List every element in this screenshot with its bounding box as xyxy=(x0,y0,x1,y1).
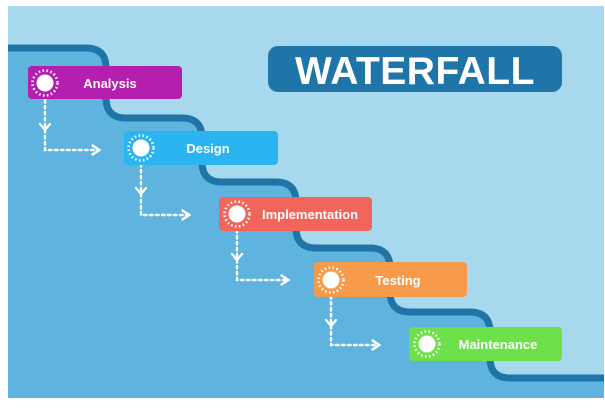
connector-testing-to-maintenance xyxy=(329,294,382,352)
step-box xyxy=(28,66,182,99)
connector-analysis-to-design xyxy=(43,98,102,157)
dotted-circle-icon xyxy=(127,134,155,162)
step-box xyxy=(314,262,467,297)
step-analysis: Analysis xyxy=(28,66,182,99)
title-background xyxy=(268,46,562,92)
connector-chevrons xyxy=(38,122,338,328)
dotted-circle-icon xyxy=(413,330,441,358)
connector-implementation-to-testing xyxy=(235,228,291,287)
step-maintenance: Maintenance xyxy=(409,327,562,361)
chevron-down-icon xyxy=(324,318,338,328)
chevron-down-icon xyxy=(38,122,52,132)
step-testing: Testing xyxy=(314,262,467,297)
dotted-circle-icon xyxy=(31,69,59,97)
step-box xyxy=(124,131,278,165)
connectors xyxy=(43,98,382,352)
chevron-down-icon xyxy=(230,252,244,262)
step-label: Analysis xyxy=(83,76,136,91)
step-label: Testing xyxy=(375,273,420,288)
step-box xyxy=(409,327,562,361)
page-title: WATERFALL xyxy=(295,50,535,93)
connector-design-to-implementation xyxy=(139,162,192,222)
step-label: Maintenance xyxy=(459,337,538,352)
dotted-circle-icon xyxy=(223,200,251,228)
step-markers xyxy=(31,69,441,358)
chevron-down-icon xyxy=(134,186,148,196)
title-badge: WATERFALL xyxy=(268,46,562,93)
dotted-circle-icon xyxy=(317,266,345,294)
step-label: Implementation xyxy=(262,207,358,222)
step-box xyxy=(219,197,372,231)
step-design: Design xyxy=(124,131,278,165)
step-implementation: Implementation xyxy=(219,197,372,231)
step-label: Design xyxy=(186,141,229,156)
